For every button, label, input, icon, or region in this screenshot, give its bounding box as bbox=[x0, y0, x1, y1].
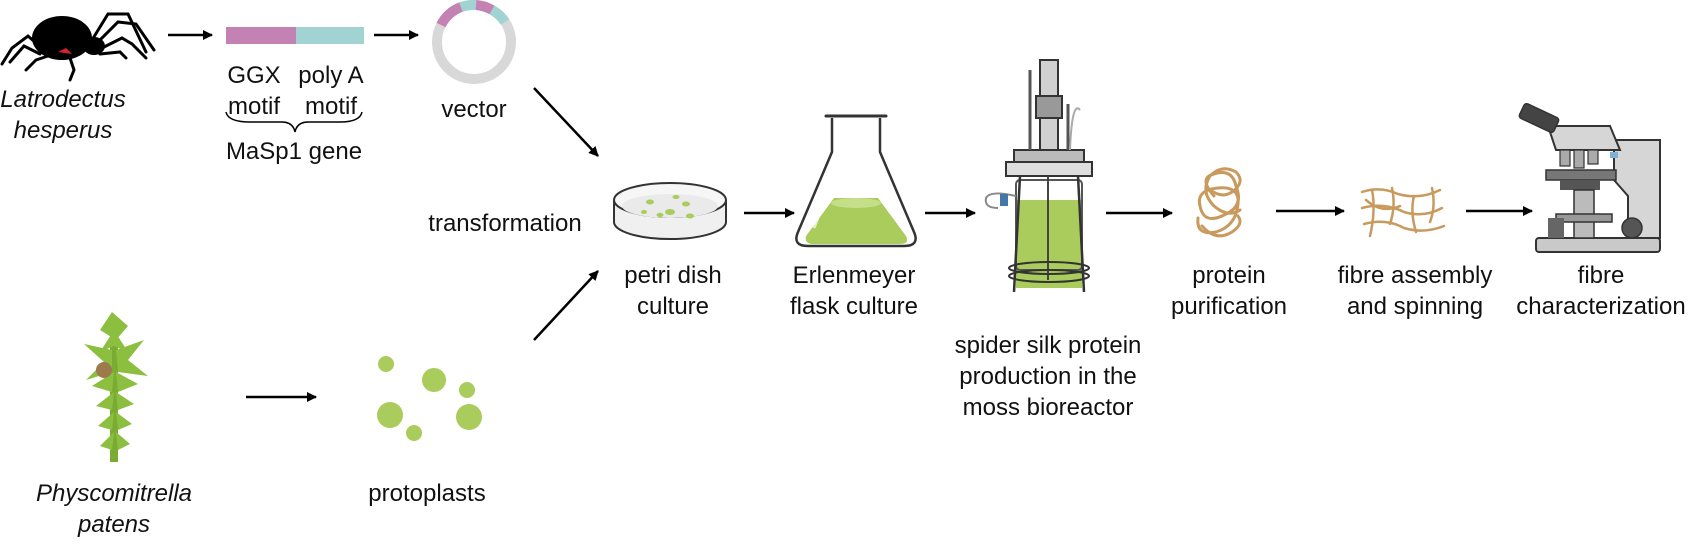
gene-bar bbox=[226, 27, 364, 44]
petri-dish-line2: culture bbox=[636, 293, 710, 320]
bioreactor-icon bbox=[984, 59, 1093, 293]
vector-plasmid-icon bbox=[432, 0, 516, 84]
microscope-icon bbox=[1518, 102, 1661, 253]
moss-name-label: Physcomitrella patens bbox=[16, 478, 212, 540]
petri-dish-label: petri dish culture bbox=[600, 260, 746, 322]
arrow-protoplasts-to-petri bbox=[533, 270, 599, 341]
ggx-motif-line1: GGX bbox=[227, 62, 281, 89]
bioreactor-line1: spider silk protein bbox=[954, 332, 1142, 359]
gene-brace bbox=[225, 111, 363, 133]
erlenmeyer-flask-icon bbox=[795, 114, 917, 248]
spider-name-line2: hesperus bbox=[13, 117, 113, 144]
ggx-motif-line2: motif bbox=[227, 93, 280, 120]
flask-label: Erlenmeyer flask culture bbox=[774, 260, 934, 322]
ggx-motif-label: GGX motif bbox=[214, 60, 294, 122]
spider-name-line1: Latrodectus bbox=[0, 86, 126, 113]
fibre-assembly-line2: and spinning bbox=[1346, 293, 1484, 320]
masp1-gene-label: MaSp1 gene bbox=[225, 138, 363, 165]
polya-motif-line2: motif bbox=[304, 93, 357, 120]
fibre-network-icon bbox=[1360, 186, 1446, 238]
fibre-assembly-label: fibre assembly and spinning bbox=[1322, 260, 1508, 322]
characterization-label: fibre characterization bbox=[1508, 260, 1694, 322]
spider-icon bbox=[0, 12, 156, 82]
bioreactor-label: spider silk protein production in the mo… bbox=[938, 330, 1158, 423]
moss-name-line2: patens bbox=[77, 511, 151, 538]
purification-line2: purification bbox=[1170, 293, 1288, 320]
moss-plant-icon bbox=[84, 312, 148, 462]
bioreactor-line3: moss bioreactor bbox=[962, 394, 1134, 421]
protoplasts-label: protoplasts bbox=[368, 480, 486, 507]
purification-line1: protein bbox=[1192, 262, 1266, 289]
ggx-motif-segment bbox=[226, 27, 296, 44]
characterization-line1: fibre bbox=[1577, 262, 1625, 289]
bioreactor-line2: production in the bbox=[959, 363, 1137, 390]
fibre-assembly-line1: fibre assembly bbox=[1337, 262, 1493, 289]
petri-dish-line1: petri dish bbox=[624, 262, 722, 289]
polya-motif-line1: poly A bbox=[298, 62, 364, 89]
petri-dish-icon bbox=[613, 182, 727, 240]
purification-label: protein purification bbox=[1156, 260, 1302, 322]
transformation-label: transformation bbox=[428, 210, 582, 237]
protoplasts-icon bbox=[377, 356, 482, 441]
characterization-line2: characterization bbox=[1516, 293, 1686, 320]
flask-line2: flask culture bbox=[789, 293, 919, 320]
vector-label: vector bbox=[441, 96, 507, 123]
arrow-vector-to-petri bbox=[533, 87, 599, 157]
flask-line1: Erlenmeyer bbox=[792, 262, 916, 289]
polya-motif-label: poly A motif bbox=[286, 60, 376, 122]
spider-name-label: Latrodectus hesperus bbox=[0, 84, 126, 146]
moss-name-line1: Physcomitrella bbox=[35, 480, 193, 507]
protein-tangle-icon bbox=[1196, 167, 1242, 238]
polya-motif-segment bbox=[296, 27, 364, 44]
